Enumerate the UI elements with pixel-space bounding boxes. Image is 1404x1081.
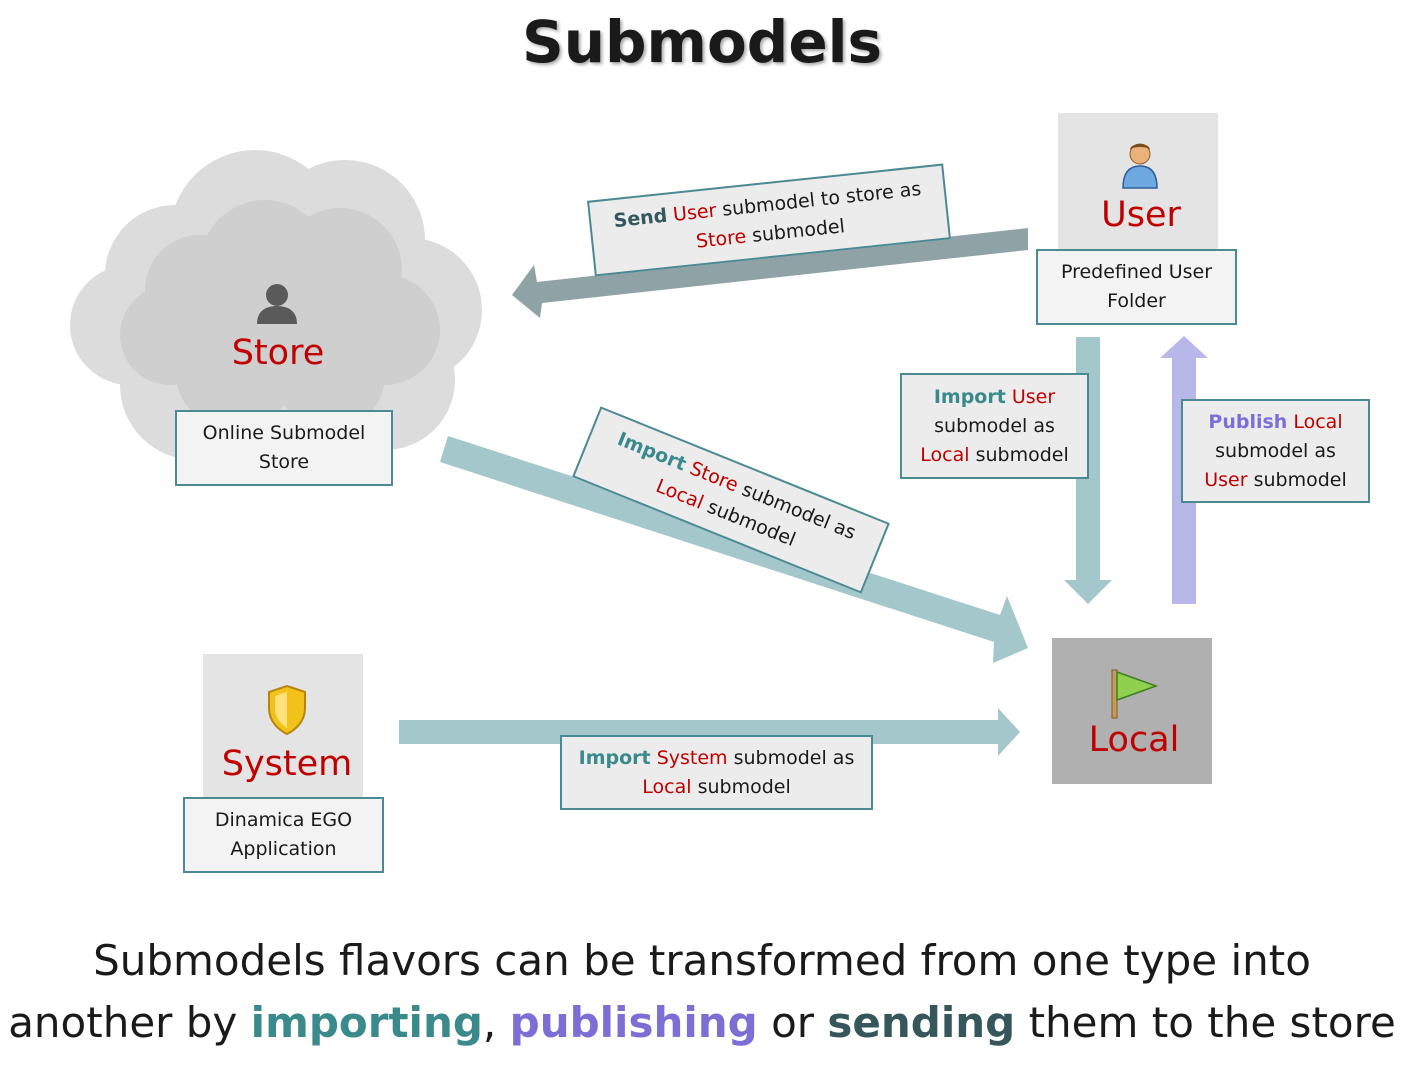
system-info-line2: Application	[230, 838, 337, 860]
shield-icon	[265, 684, 309, 736]
user-info-line1: Predefined User	[1060, 261, 1213, 283]
import-system-label-box: Import System submodel as Local submodel	[560, 735, 873, 810]
import-user-mid: submodel as	[934, 414, 1055, 437]
import-system-mid: submodel as	[733, 746, 855, 769]
import-user-verb: Import	[933, 385, 1006, 408]
caption-line2-a: another by	[8, 998, 238, 1047]
cloud-inner	[120, 200, 440, 430]
store-info-line2: Store	[258, 451, 310, 473]
user-label: User	[1101, 195, 1181, 235]
store-person-silhouette-icon	[253, 280, 301, 326]
caption: Submodels flavors can be transformed fro…	[0, 930, 1404, 1054]
publish-mid: submodel as	[1215, 439, 1336, 462]
send-src: User	[672, 199, 718, 226]
publish-dst: User	[1204, 468, 1248, 491]
user-info-box: Predefined User Folder	[1036, 249, 1237, 325]
import-system-dst: Local	[642, 775, 692, 798]
publish-src: Local	[1293, 410, 1343, 433]
publish-verb: Publish	[1208, 410, 1288, 433]
arrow-import-store	[440, 436, 1028, 663]
user-icon	[1120, 140, 1160, 190]
send-dst: Store	[695, 225, 748, 253]
import-user-src: User	[1011, 385, 1056, 408]
caption-publishing: publishing	[509, 998, 758, 1047]
import-user-label-box: Import User submodel as Local submodel	[900, 373, 1089, 479]
send-tail: submodel	[750, 215, 846, 247]
publish-tail: submodel	[1253, 468, 1347, 491]
store-info-box: Online Submodel Store	[175, 410, 393, 486]
diagram-title: Submodels	[521, 8, 883, 76]
store-label: Store	[231, 333, 325, 373]
person-silhouette-icon	[257, 284, 297, 324]
import-system-src: System	[656, 746, 728, 769]
store-info-line1: Online Submodel	[202, 422, 366, 444]
caption-importing: importing	[250, 998, 483, 1047]
caption-comma: ,	[482, 998, 497, 1047]
flag-icon	[1108, 668, 1160, 720]
caption-line2-b: them to the store	[1028, 998, 1396, 1047]
local-node	[1052, 638, 1212, 784]
caption-sending: sending	[827, 998, 1016, 1047]
local-label: Local	[1088, 720, 1180, 760]
import-user-tail: submodel	[975, 443, 1069, 466]
system-info-box: Dinamica EGO Application	[183, 797, 384, 873]
import-system-verb: Import	[578, 746, 651, 769]
arrow-send	[512, 228, 1028, 318]
send-verb: Send	[612, 204, 669, 233]
system-label: System	[221, 744, 353, 784]
caption-or: or	[771, 998, 815, 1047]
caption-line1: Submodels flavors can be transformed fro…	[93, 936, 1311, 985]
system-info-line1: Dinamica EGO	[214, 809, 353, 831]
import-user-dst: Local	[920, 443, 970, 466]
caption-line2: another by importing, publishing or send…	[0, 992, 1404, 1054]
publish-label-box: Publish Local submodel as User submodel	[1181, 399, 1370, 503]
user-info-line2: Folder	[1107, 290, 1166, 312]
import-system-tail: submodel	[697, 775, 791, 798]
